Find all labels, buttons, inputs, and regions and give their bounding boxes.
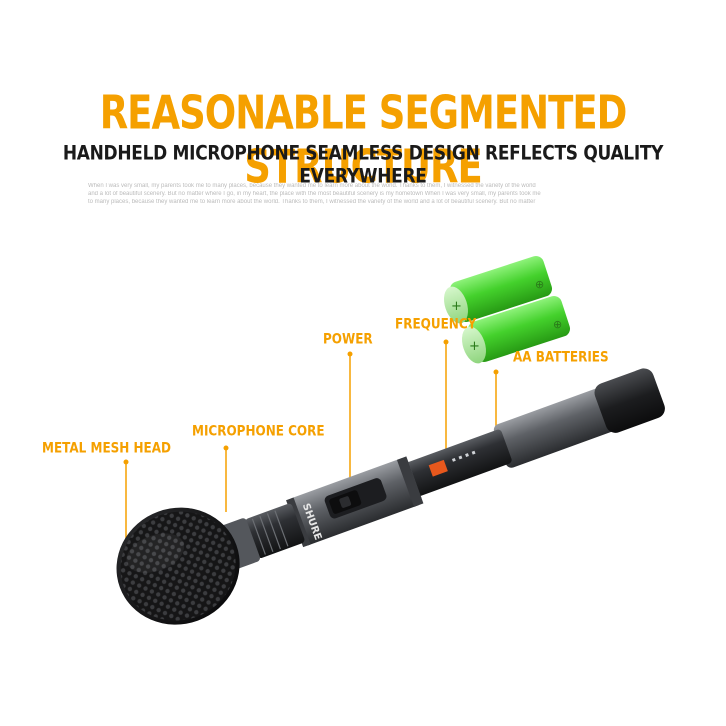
aa-battery-icon: + ⊕	[444, 255, 553, 324]
aa-battery-icon: + ⊕	[462, 295, 571, 364]
callout-power: POWER	[323, 330, 373, 348]
svg-text:+: +	[469, 339, 480, 354]
svg-text:+: +	[451, 299, 462, 314]
filler-text-line: to many places, because they wanted me t…	[88, 199, 536, 205]
filler-text-line: and a lot of beautiful scenery. But no m…	[88, 191, 541, 197]
callout-microphone-core: MICROPHONE CORE	[192, 422, 325, 440]
svg-text:⊕: ⊕	[553, 318, 562, 331]
callout-lines	[125, 342, 497, 548]
callout-frequency: FREQUENCY	[395, 315, 477, 333]
page-subtitle: HANDHELD MICROPHONE SEAMLESS DESIGN REFL…	[62, 142, 664, 188]
microphone-body: SHURE	[116, 368, 665, 625]
callout-metal-mesh-head: METAL MESH HEAD	[42, 439, 171, 457]
filler-text-line: When I was very small, my parents took m…	[88, 183, 536, 189]
page-title: REASONABLE SEGMENTED STRUCTURE	[99, 86, 628, 194]
callout-aa-batteries: AA BATTERIES	[513, 348, 609, 366]
svg-text:⊕: ⊕	[535, 278, 544, 291]
